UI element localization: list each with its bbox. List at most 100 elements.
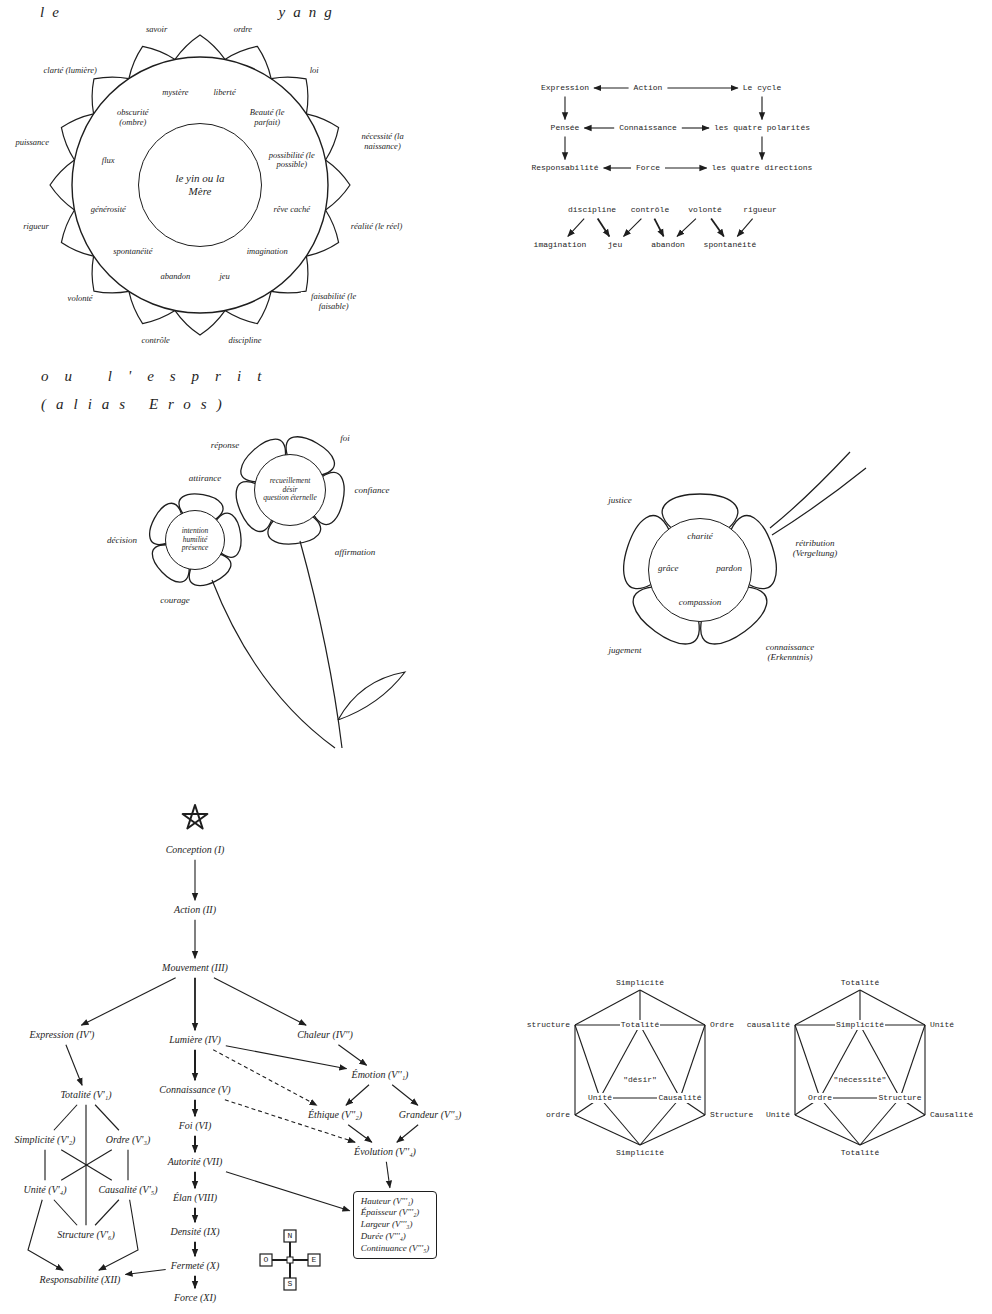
arrow-connector — [397, 1125, 418, 1143]
cross-center — [287, 1257, 293, 1263]
node-text: abandon — [651, 240, 685, 249]
node-text: contrôle — [631, 205, 669, 214]
arrow-connector — [194, 1172, 196, 1189]
term-node: contrôle — [629, 204, 671, 215]
stems — [212, 452, 866, 748]
petal-word: foi — [339, 433, 351, 443]
node-text: Émotion (V''₁) — [352, 1069, 409, 1081]
term-node: discipline — [566, 204, 618, 215]
cross-square — [284, 1278, 296, 1290]
figure-edge — [820, 1025, 860, 1098]
node-text: compassion — [649, 597, 751, 607]
inner-ring-word: abandon — [160, 272, 192, 282]
arrow-connector — [194, 860, 195, 901]
term-node: Expression (IV') — [28, 1028, 97, 1042]
term-node: Autorité (VII) — [166, 1155, 225, 1169]
outer-ring-word: volonté — [67, 294, 94, 304]
node-text: Unité (V'₄) — [23, 1184, 66, 1196]
term-node: Force — [634, 162, 662, 173]
cross-square — [284, 1230, 296, 1242]
term-node: imagination — [532, 239, 589, 250]
arrow-connector — [214, 978, 306, 1026]
inner-ring-word: obscurité (ombre) — [105, 108, 161, 128]
term-node: spontanéité — [702, 239, 759, 250]
vertex-word: Ordre — [709, 1020, 735, 1029]
outer-ring-word: puissance — [14, 138, 50, 148]
outer-ring-word: rigueur — [22, 222, 50, 232]
arrow-connector — [604, 167, 631, 168]
arrow-connector — [338, 1045, 366, 1066]
term-node: les quatre polarités — [712, 122, 812, 133]
figure-edge — [860, 1115, 925, 1145]
inner-ring-word: flux — [101, 156, 116, 166]
outer-ring-word: contrôle — [141, 336, 171, 346]
arrow-connector — [594, 87, 629, 88]
node-text: Autorité (VII) — [168, 1156, 223, 1168]
arrow-connector — [667, 87, 737, 88]
term-node: volonté — [686, 204, 724, 215]
petal-word: décision — [106, 535, 138, 545]
left-flower — [150, 494, 241, 586]
star-symbol — [183, 805, 208, 829]
node-text: désir — [283, 486, 298, 495]
node-text: Force (XI) — [174, 1292, 216, 1304]
node-text: les quatre polarités — [714, 123, 810, 132]
vertex-word: Totalité — [620, 1020, 660, 1029]
crown-petal — [92, 256, 129, 293]
node-text: Grandeur (V''₃) — [399, 1109, 461, 1121]
node-text: Évolution (V''₄) — [354, 1146, 416, 1158]
cross-symbol — [260, 1230, 320, 1290]
cross-letter: O — [263, 1255, 270, 1264]
figure-edge — [640, 1025, 680, 1098]
term-node: abandon — [649, 239, 687, 250]
ring-outline — [72, 57, 328, 313]
petal-word: affirmation — [334, 547, 377, 557]
node-text: Continuance (V'''₅) — [361, 1243, 430, 1255]
node-text: Structure (V'₆) — [57, 1229, 115, 1241]
node-text: Largeur (V'''₃) — [361, 1219, 430, 1231]
node-text: Éthique (V''₂) — [308, 1109, 362, 1121]
vertex-word: "désir" — [622, 1075, 658, 1084]
inner-ring-word: générosité — [90, 205, 127, 215]
term-node: Chaleur (IV'') — [295, 1028, 355, 1042]
node-text: Action (II) — [174, 904, 216, 916]
petal-word: connaissance (Erkenntnis) — [756, 642, 824, 663]
node-text: Épaisseur (V'''₂) — [361, 1207, 430, 1219]
inner-ring-word: possibilité (le possible) — [264, 151, 320, 171]
figure-edge — [600, 1098, 640, 1145]
figure-edge — [600, 1025, 640, 1098]
petal-word: courage — [159, 595, 191, 605]
arrow-connector — [598, 219, 610, 237]
vertex-word: Unité — [765, 1110, 791, 1119]
outer-ring-word: loi — [309, 66, 320, 76]
arrow-connector — [194, 1208, 196, 1223]
arrow-connector — [81, 978, 175, 1026]
icosahedron-figure — [575, 990, 705, 1145]
petal-word: attirance — [188, 473, 223, 483]
node-text: humilité — [183, 536, 208, 545]
node-text: Pensée — [551, 123, 580, 132]
term-node: Mouvement (III) — [160, 961, 230, 975]
term-node: Émotion (V''₁) — [350, 1068, 411, 1082]
inner-ring-word: Beauté (le parfait) — [239, 108, 295, 128]
inner-ring-word: spontanéité — [112, 247, 153, 257]
inner-ring-word: rêve caché — [272, 205, 311, 215]
vertex-word: Structure — [709, 1110, 754, 1119]
arrow-connector — [665, 167, 707, 168]
vertex-word: Causalité — [929, 1110, 974, 1119]
arrow-connector — [568, 219, 584, 237]
figure-edge — [795, 1115, 860, 1145]
inner-ring-word: jeu — [218, 272, 230, 282]
node-text: intention — [182, 527, 209, 536]
term-node: Grandeur (V''₃) — [397, 1108, 463, 1122]
node-text: Lumière (IV) — [169, 1034, 221, 1046]
node-text: Action — [634, 83, 663, 92]
charity-flower — [624, 494, 776, 644]
cross-square — [308, 1254, 320, 1266]
arrow-connector — [346, 1085, 369, 1106]
inner-ring-word: mystère — [161, 88, 189, 98]
cross-letter: S — [287, 1279, 294, 1288]
node-text: charité — [649, 531, 751, 541]
figure-edge — [795, 1025, 820, 1098]
